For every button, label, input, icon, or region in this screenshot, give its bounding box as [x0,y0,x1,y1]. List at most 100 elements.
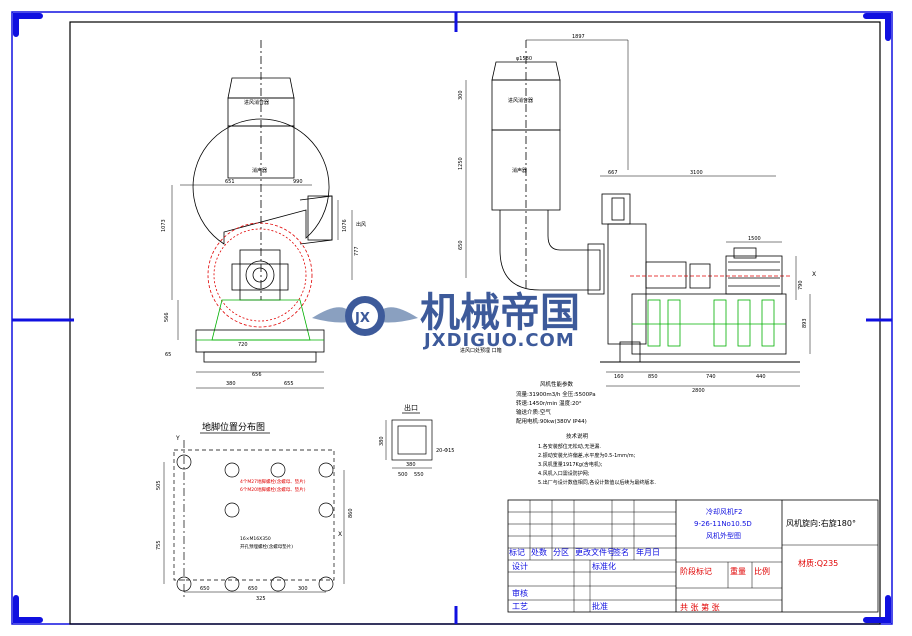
front-dim-base-b: 656 [252,372,262,378]
gear-wings-logo-icon: JX [312,296,418,336]
foot-dim-h2: 650 [248,586,258,592]
foot-note-black-2: 开孔预埋螺栓(含螺母垫片) [240,543,293,550]
foot-dim-h1: 650 [200,586,210,592]
outlet-detail: 出口 380 20-Φ15 380 500 550 [379,403,454,478]
tb-review: 审核 [512,588,528,598]
foot-dim-v2: 755 [156,540,162,550]
front-view: 进风消音器 消声器 651 990 1073 566 1076 777 出风 6… [161,40,366,389]
watermark-cn: 机械帝国 [420,290,580,336]
side-dim-duct: 667 [608,170,618,176]
foot-dim-v1: 505 [156,480,162,490]
side-dim-h2: 1250 [458,157,464,170]
side-inlet-note: 进风口处预埋 口箱 [460,347,502,354]
tb-scale: 比例 [754,566,770,576]
tb-header: 更改文件号 [575,547,615,557]
foot-note-red-2: 6个M20地脚螺栓(含螺母、垫片) [240,486,306,493]
side-dim-motor-h: 790 [798,280,804,290]
side-dim-base-h: 893 [802,318,808,328]
outlet-dim-a: 380 [379,436,385,446]
front-outlet-label: 出风 [356,221,366,228]
perf-line: 流量:31900m3/h 全压:5500Pa [516,390,596,398]
tb-process: 工艺 [512,602,528,611]
tb-header: 处数 [531,547,547,557]
side-dim-span: 3100 [690,170,703,176]
tech-notes: 技术说明 1.各安装部位无松动,无泄漏. 2.振动安装允许偏差,水平度为0.5-… [538,432,656,486]
corner-mark-tl-icon [13,13,43,37]
foot-dim-v3: 860 [348,508,354,518]
outlet-dim-c: 500 [398,472,408,478]
tech-line: 3.风机重量1917Kg(含电机); [538,461,603,468]
tech-line: 4.风机入口需设防护网; [538,470,590,477]
side-muffler-label: 消声器 [512,167,527,174]
tb-product-line3: 风机外型图 [706,531,741,540]
tech-line: 2.振动安装允许偏差,水平度为0.5-1mm/m; [538,452,636,459]
foot-axis-y: Y [175,435,180,442]
perf-line: 转速:1450r/min 温度:20° [516,399,582,407]
perf-title: 风机性能参数 [540,380,574,388]
front-dim-base-c: 655 [284,381,294,387]
front-dim-base-a: 720 [238,342,248,348]
tb-rotation: 风机旋向:右旋180° [786,518,856,528]
outlet-title: 出口 [404,403,418,412]
side-dim-motor-w: 1500 [748,236,761,242]
perf-line: 输送介质:空气 [516,408,551,416]
tb-stage-mark: 阶段标记 [680,566,712,576]
side-dim-b1: 160 [614,374,624,380]
side-dim-h1: 300 [458,90,464,100]
front-muffler-label: 消声器 [252,167,267,174]
front-dim-height-a: 1073 [161,219,167,232]
tb-header: 分区 [553,548,569,557]
watermark-logo-letters: JX [354,311,370,326]
tb-weight: 重量 [730,566,746,576]
outlet-dim-d: 550 [414,472,424,478]
side-dim-b3: 740 [706,374,716,380]
tech-line: 5.出厂与设计数值相同,各设计数值以后续为最终版本. [538,479,656,486]
side-axis-x: X [812,271,816,278]
drawing-frame [11,11,893,625]
foot-axis-x: X [338,531,342,538]
front-dim-height-b: 566 [164,312,170,322]
front-dim-base-d: 380 [226,381,236,387]
side-dim-b4: 440 [756,374,766,380]
watermark: JX 机械帝国 JXDIGUO.COM [312,289,581,351]
side-dim-h3: 650 [458,240,464,250]
side-dim-top: 1897 [572,34,585,40]
tb-header: 年月日 [636,547,660,557]
tb-standardize: 标准化 [592,561,616,571]
side-dim-b2: 850 [648,374,658,380]
foot-dim-h4: 325 [256,596,266,602]
front-dim-height-e: 65 [165,352,171,358]
tb-product-line1: 冷却风机F2 [706,507,742,516]
outlet-dim-b: 380 [406,462,416,468]
foot-dim-h3: 300 [298,586,308,592]
outlet-dim-side: 20-Φ15 [436,448,454,454]
tech-title: 技术说明 [566,432,589,440]
tb-material: 材质:Q235 [798,558,838,568]
perf-params: 风机性能参数 流量:31900m3/h 全压:5500Pa 转速:1450r/m… [516,380,596,425]
title-block: 标记 处数 分区 更改文件号 签名 年月日 设计 标准化 审核 工艺 批准 冷却… [507,499,879,613]
side-silencer-label: 进风消音器 [508,97,533,104]
foot-layout-title: 地脚位置分布图 [202,421,265,433]
front-dim-height-c: 1076 [342,219,348,232]
side-dim-diam: φ1580 [516,56,532,62]
tb-sheets: 共 张 第 张 [680,602,720,612]
foot-note-black-1: 16×M16X350 [240,536,271,542]
front-dim-width-right: 990 [293,179,303,185]
corner-mark-br-icon [863,595,891,623]
corner-mark-tr-icon [863,13,891,41]
front-dim-height-d: 777 [354,246,360,256]
tb-product-line2: 9-26-11No10.5D [694,520,752,528]
tb-header: 签名 [613,547,629,557]
corner-mark-bl-icon [13,595,43,623]
side-view: 进风消音器 消声器 1897 φ1580 300 [458,34,816,394]
side-dim-b-total: 2800 [692,388,705,394]
watermark-url: JXDIGUO.COM [422,330,575,351]
front-dim-width-left: 651 [225,179,235,185]
tb-approve: 批准 [592,601,608,611]
foot-layout: 地脚位置分布图 Y X 4个M27地脚螺栓(含螺母、垫片) 6个M20地脚螺栓(… [156,421,354,602]
tb-header: 标记 [509,547,525,557]
perf-line: 配用电机:90kw(380V IP44) [516,417,587,425]
front-silencer-label: 进风消音器 [244,99,269,106]
tech-line: 1.各安装部位无松动,无泄漏. [538,443,601,450]
